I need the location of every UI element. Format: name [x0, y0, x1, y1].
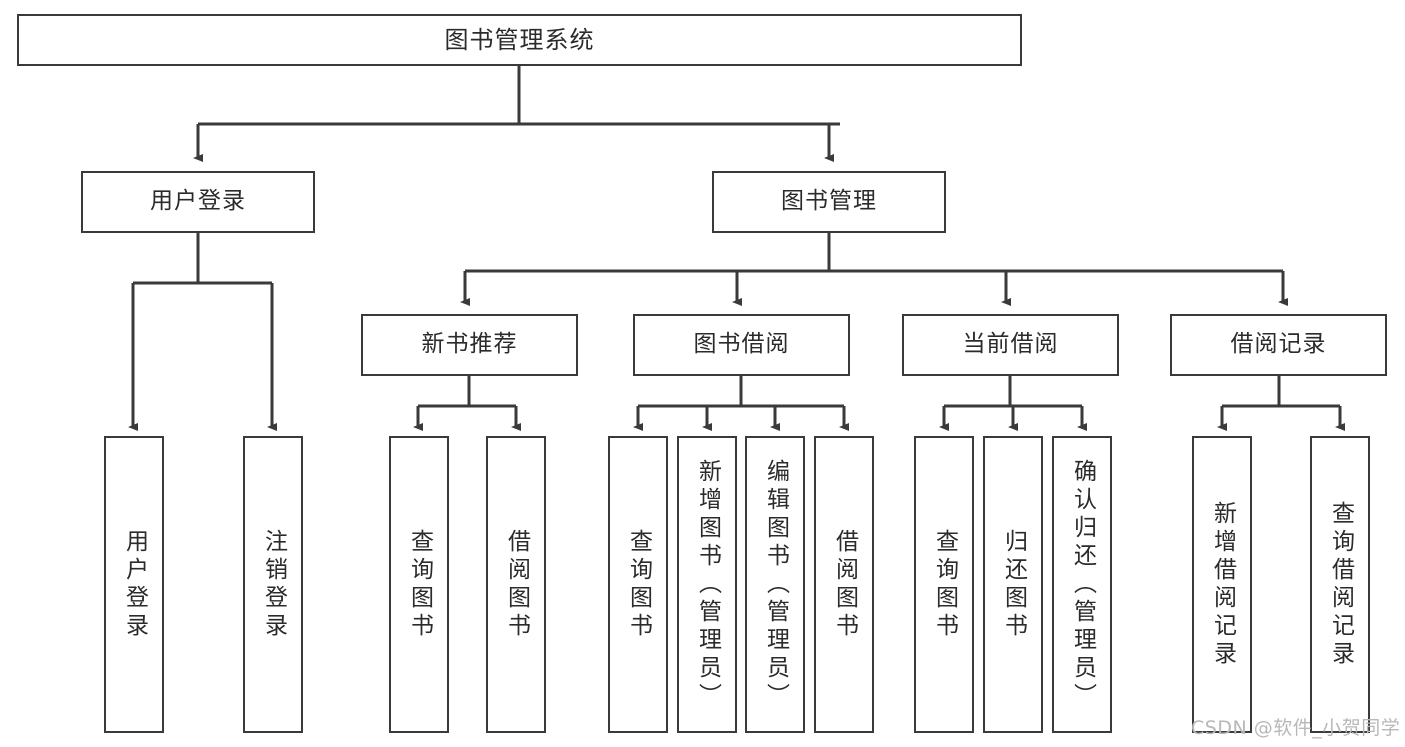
- leaf-label: 借阅图书: [503, 528, 530, 641]
- leaf-label: 用户登录: [121, 528, 148, 641]
- node-current-borrow[interactable]: 当前借阅: [902, 314, 1119, 376]
- node-leaf-query-book-1[interactable]: 查询图书: [389, 436, 449, 733]
- node-leaf-query-book-2[interactable]: 查询图书: [608, 436, 668, 733]
- leaf-label: 查询图书: [625, 528, 652, 641]
- node-leaf-query-record[interactable]: 查询借阅记录: [1310, 436, 1370, 733]
- node-leaf-query-book-3[interactable]: 查询图书: [914, 436, 974, 733]
- csdn-watermark: CSDN @软件_小贺同学: [1191, 717, 1401, 739]
- leaf-label: 编辑图书（管理员）: [762, 458, 789, 711]
- leaf-label: 查询图书: [931, 528, 958, 641]
- leaf-label: 查询借阅记录: [1327, 500, 1354, 669]
- node-new-book-recommend[interactable]: 新书推荐: [361, 314, 578, 376]
- leaf-label: 归还图书: [1000, 528, 1027, 641]
- node-user-login[interactable]: 用户登录: [81, 171, 315, 233]
- node-borrow-record[interactable]: 借阅记录: [1170, 314, 1387, 376]
- node-leaf-edit-book[interactable]: 编辑图书（管理员）: [745, 436, 805, 733]
- node-book-manage[interactable]: 图书管理: [712, 171, 946, 233]
- leaf-label: 注销登录: [260, 528, 287, 641]
- node-root[interactable]: 图书管理系统: [17, 14, 1022, 66]
- node-leaf-logout-login[interactable]: 注销登录: [243, 436, 303, 733]
- leaf-label: 新增借阅记录: [1209, 500, 1236, 669]
- leaf-label: 确认归还（管理员）: [1069, 458, 1096, 711]
- leaf-label: 新增图书（管理员）: [694, 458, 721, 711]
- node-leaf-borrow-book-1[interactable]: 借阅图书: [486, 436, 546, 733]
- node-leaf-add-book[interactable]: 新增图书（管理员）: [677, 436, 737, 733]
- leaf-label: 查询图书: [406, 528, 433, 641]
- leaf-label: 借阅图书: [831, 528, 858, 641]
- node-leaf-borrow-book-2[interactable]: 借阅图书: [814, 436, 874, 733]
- node-leaf-add-record[interactable]: 新增借阅记录: [1192, 436, 1252, 733]
- node-leaf-return-book[interactable]: 归还图书: [983, 436, 1043, 733]
- node-leaf-confirm-return[interactable]: 确认归还（管理员）: [1052, 436, 1112, 733]
- node-book-borrow[interactable]: 图书借阅: [633, 314, 850, 376]
- node-leaf-user-login[interactable]: 用户登录: [104, 436, 164, 733]
